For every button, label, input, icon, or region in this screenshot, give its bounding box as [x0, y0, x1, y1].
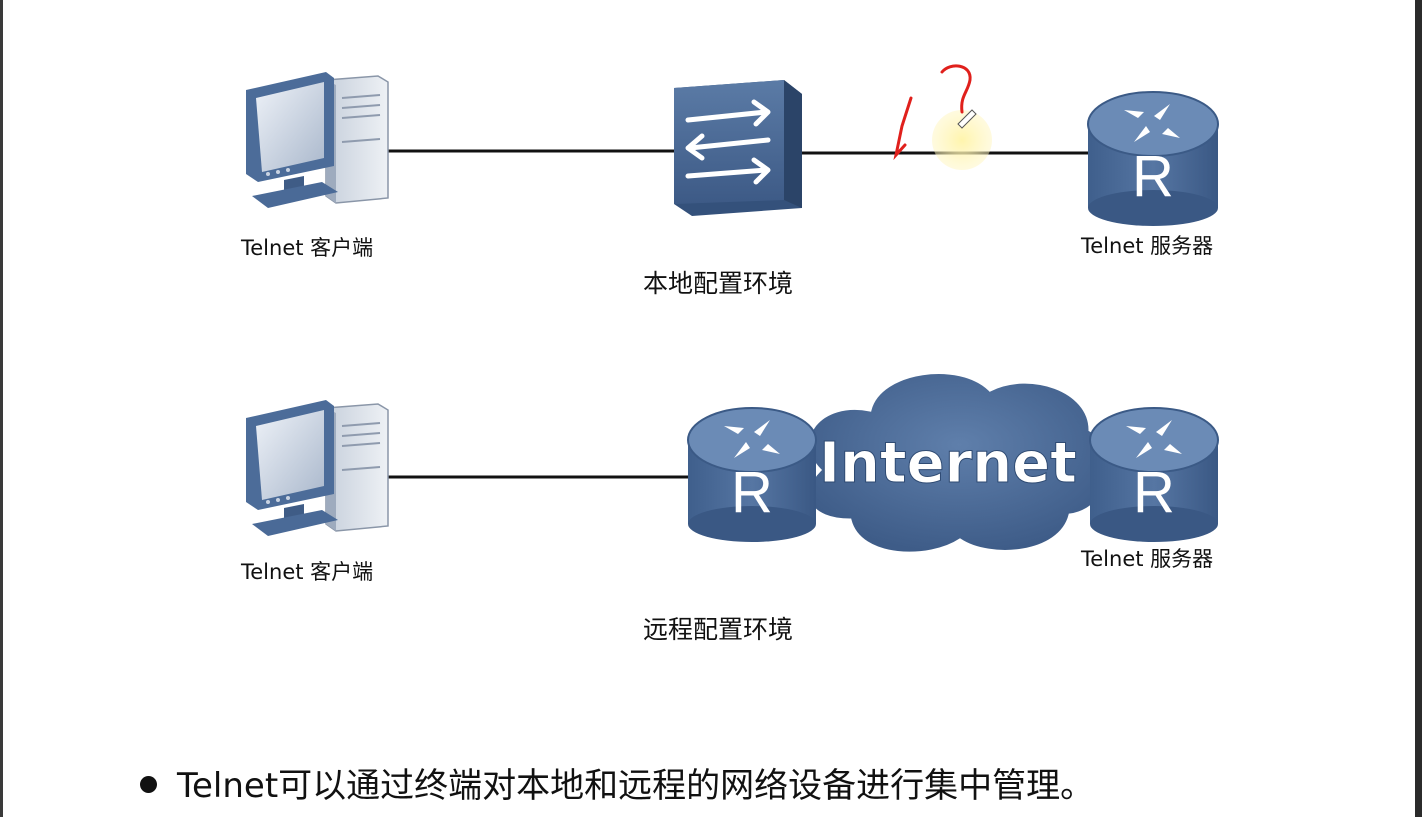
remote-client-label: Telnet 客户端: [241, 560, 374, 584]
bullet-point: Telnet可以通过终端对本地和远程的网络设备进行集中管理。: [140, 758, 1094, 807]
local-server-router-icon: R: [1087, 91, 1219, 226]
internet-cloud-icon: Internet: [806, 371, 1114, 555]
local-client-label: Telnet 客户端: [241, 236, 374, 260]
router-letter: R: [1132, 144, 1174, 209]
local-server-label: Telnet 服务器: [1081, 234, 1214, 258]
question-mark-annotation: [940, 64, 972, 114]
remote-client-router-icon: R: [687, 407, 817, 542]
left-border: [0, 0, 3, 817]
remote-client-pc-icon: [246, 400, 389, 536]
remote-server-router-icon: R: [1089, 407, 1219, 542]
internet-label: Internet: [819, 431, 1077, 496]
router-letter: R: [731, 460, 773, 525]
pen-cursor-icon: [957, 109, 977, 129]
pointer-highlight: [932, 110, 992, 170]
local-caption: 本地配置环境: [643, 269, 794, 298]
local-client-pc-icon: [246, 72, 389, 208]
remote-caption: 远程配置环境: [643, 615, 794, 644]
bullet-dot: [140, 776, 157, 793]
router-letter: R: [1133, 460, 1175, 525]
annotation-stroke: [893, 96, 913, 161]
bullet-text: Telnet可以通过终端对本地和远程的网络设备进行集中管理。: [177, 766, 1095, 806]
remote-server-label: Telnet 服务器: [1081, 547, 1214, 571]
switch-icon: [674, 80, 802, 216]
right-border: [1415, 0, 1422, 817]
